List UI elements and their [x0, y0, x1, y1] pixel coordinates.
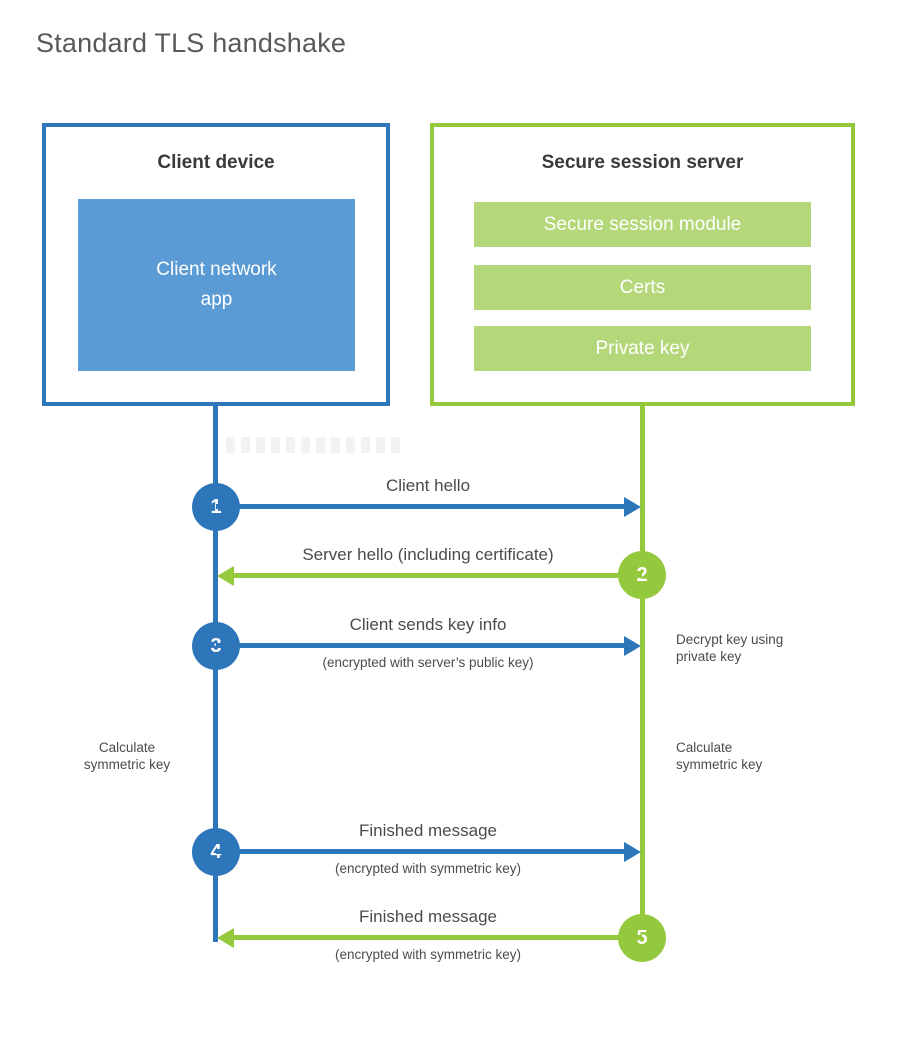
client-device-title: Client device [157, 152, 275, 173]
step-4-label: Finished message [359, 821, 497, 840]
client-device-box: Client device Client network app [42, 123, 390, 406]
arrow-right-icon [624, 636, 641, 656]
server-module-bar: Private key [474, 326, 811, 371]
secure-session-server-title: Secure session server [541, 152, 744, 173]
step-4-sublabel: (encrypted with symmetric key) [334, 861, 522, 876]
client-lifeline [213, 405, 218, 942]
arrow-left-icon [217, 928, 234, 948]
step-3-arrow-shaft [216, 643, 626, 648]
step-2-label: Server hello (including certificate) [302, 545, 554, 564]
server-module-bar: Secure session module [474, 202, 811, 247]
client-network-app-rect: Client network app [78, 199, 355, 371]
note-calculate-symmetric-key-client: Calculate symmetric key [83, 740, 171, 772]
step-5-sublabel: (encrypted with symmetric key) [334, 947, 522, 962]
server-lifeline [640, 405, 645, 938]
faint-dashes-artifact [226, 437, 400, 453]
step-3-label: Client sends key info [349, 615, 507, 634]
note-decrypt-key: Decrypt key using private key [676, 632, 784, 664]
arrow-left-icon [217, 566, 234, 586]
step-1-arrow-shaft [216, 504, 626, 509]
server-module-bar: Certs [474, 265, 811, 310]
step-1-label: Client hello [385, 476, 471, 495]
step-3-sublabel: (encrypted with server’s public key) [322, 655, 534, 670]
step-2-badge: 2 [618, 551, 666, 599]
step-2-arrow-shaft [232, 573, 642, 578]
arrow-right-icon [624, 497, 641, 517]
secure-session-server-box: Secure session server Secure session mod… [430, 123, 855, 406]
step-4-arrow-shaft [216, 849, 626, 854]
arrow-right-icon [624, 842, 641, 862]
note-calculate-symmetric-key-server: Calculate symmetric key [676, 740, 763, 772]
step-5-label: Finished message [359, 907, 497, 926]
page-title: Standard TLS handshake [36, 28, 347, 58]
step-5-arrow-shaft [232, 935, 642, 940]
